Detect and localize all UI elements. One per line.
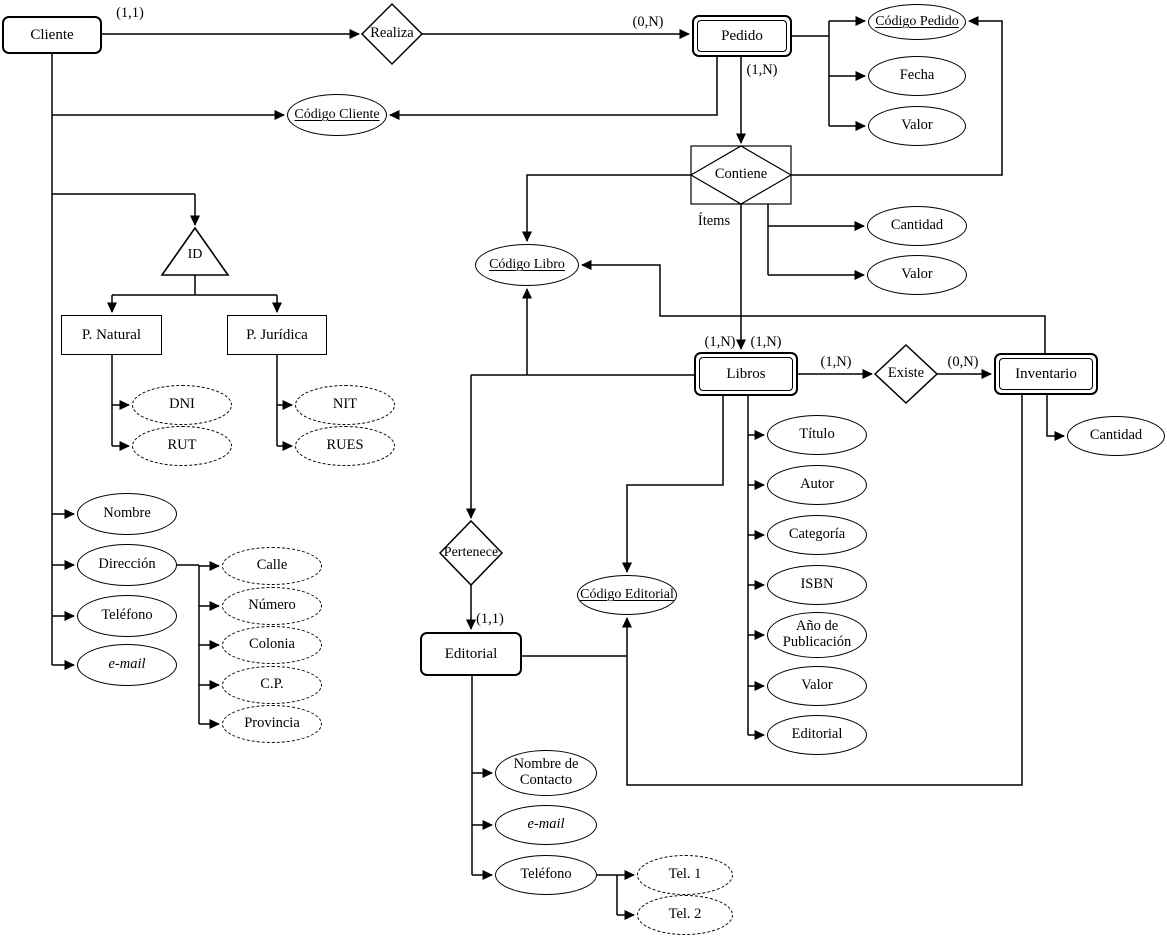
- realiza-diamond: [360, 2, 424, 66]
- entity-libros: Libros: [694, 352, 798, 396]
- connector-lines: [51, 21, 830, 915]
- attribute-email-editorial: e-mail: [495, 805, 597, 845]
- attribute-codigo-editorial: Código Editorial: [577, 575, 677, 615]
- attribute-valor-items: Valor: [867, 255, 967, 295]
- subtype-p-juridica: P. Jurídica: [227, 315, 327, 355]
- attribute-titulo: Título: [767, 415, 867, 455]
- attribute-codigo-pedido: Código Pedido: [868, 4, 966, 40]
- pertenece-diamond: [438, 519, 504, 587]
- attribute-nit: NIT: [295, 385, 395, 425]
- isa-label: ID: [187, 247, 203, 263]
- attribute-autor: Autor: [767, 465, 867, 505]
- attribute-nombre-contacto: Nombre de Contacto: [495, 750, 597, 796]
- attribute-cantidad-inventario: Cantidad: [1067, 416, 1165, 456]
- entity-editorial: Editorial: [420, 632, 522, 676]
- attribute-valor-pedido: Valor: [868, 106, 966, 146]
- attribute-rues: RUES: [295, 426, 395, 466]
- cardinality-existe-inventario: (0,N): [947, 353, 979, 370]
- relationship-contiene-alias: Ítems: [697, 212, 731, 229]
- cardinality-libros-existe: (1,N): [820, 353, 852, 370]
- attribute-valor-libro: Valor: [767, 666, 867, 706]
- attribute-dni: DNI: [132, 385, 232, 425]
- cardinality-contiene-libros-a: (1,N): [704, 333, 736, 350]
- cardinality-pertenece-editorial: (1,1): [476, 610, 504, 627]
- entity-pedido: Pedido: [692, 15, 792, 57]
- attribute-codigo-libro: Código Libro: [475, 244, 579, 286]
- cardinality-contiene-libros-b: (1,N): [750, 333, 782, 350]
- attribute-provincia: Provincia: [222, 705, 322, 743]
- cardinality-pedido-contiene: (1,N): [746, 61, 778, 78]
- relationship-pertenece-label: Pertenece: [443, 545, 499, 561]
- subtype-p-natural: P. Natural: [61, 315, 162, 355]
- entity-cliente: Cliente: [2, 16, 102, 54]
- attribute-calle: Calle: [222, 547, 322, 585]
- attribute-editorial: Editorial: [767, 715, 867, 755]
- attribute-cp: C.P.: [222, 666, 322, 704]
- attribute-fecha: Fecha: [868, 56, 966, 96]
- relationship-existe-label: Existe: [887, 365, 925, 382]
- attribute-email: e-mail: [77, 644, 177, 686]
- connector-arrows: [52, 16, 1065, 920]
- attribute-colonia: Colonia: [222, 626, 322, 664]
- relationship-realiza-label: Realiza: [370, 25, 414, 42]
- isa-triangle: [160, 226, 230, 276]
- cardinality-realiza-pedido: (0,N): [632, 13, 664, 30]
- attribute-codigo-cliente: Código Cliente: [287, 94, 387, 136]
- attribute-numero: Número: [222, 587, 322, 625]
- attribute-direccion: Dirección: [77, 544, 177, 586]
- contiene-diamond: [689, 145, 793, 205]
- attribute-telefono: Teléfono: [77, 595, 177, 637]
- attribute-tel-1: Tel. 1: [637, 855, 733, 895]
- attribute-cantidad-items: Cantidad: [867, 206, 967, 246]
- entity-inventario: Inventario: [994, 353, 1098, 395]
- attribute-anio-publicacion: Año de Publicación: [767, 612, 867, 658]
- attribute-telefono-editorial: Teléfono: [495, 855, 597, 895]
- attribute-rut: RUT: [132, 426, 232, 466]
- relationship-contiene-label: Contiene: [714, 166, 768, 183]
- attribute-nombre: Nombre: [77, 493, 177, 535]
- attribute-tel-2: Tel. 2: [637, 895, 733, 935]
- relationship-shapes: [160, 2, 939, 587]
- contiene-aggregation-box: [690, 145, 792, 205]
- existe-diamond: [873, 343, 939, 405]
- attribute-categoria: Categoría: [767, 515, 867, 555]
- cardinality-cliente-realiza: (1,1): [116, 4, 144, 21]
- attribute-isbn: ISBN: [767, 565, 867, 605]
